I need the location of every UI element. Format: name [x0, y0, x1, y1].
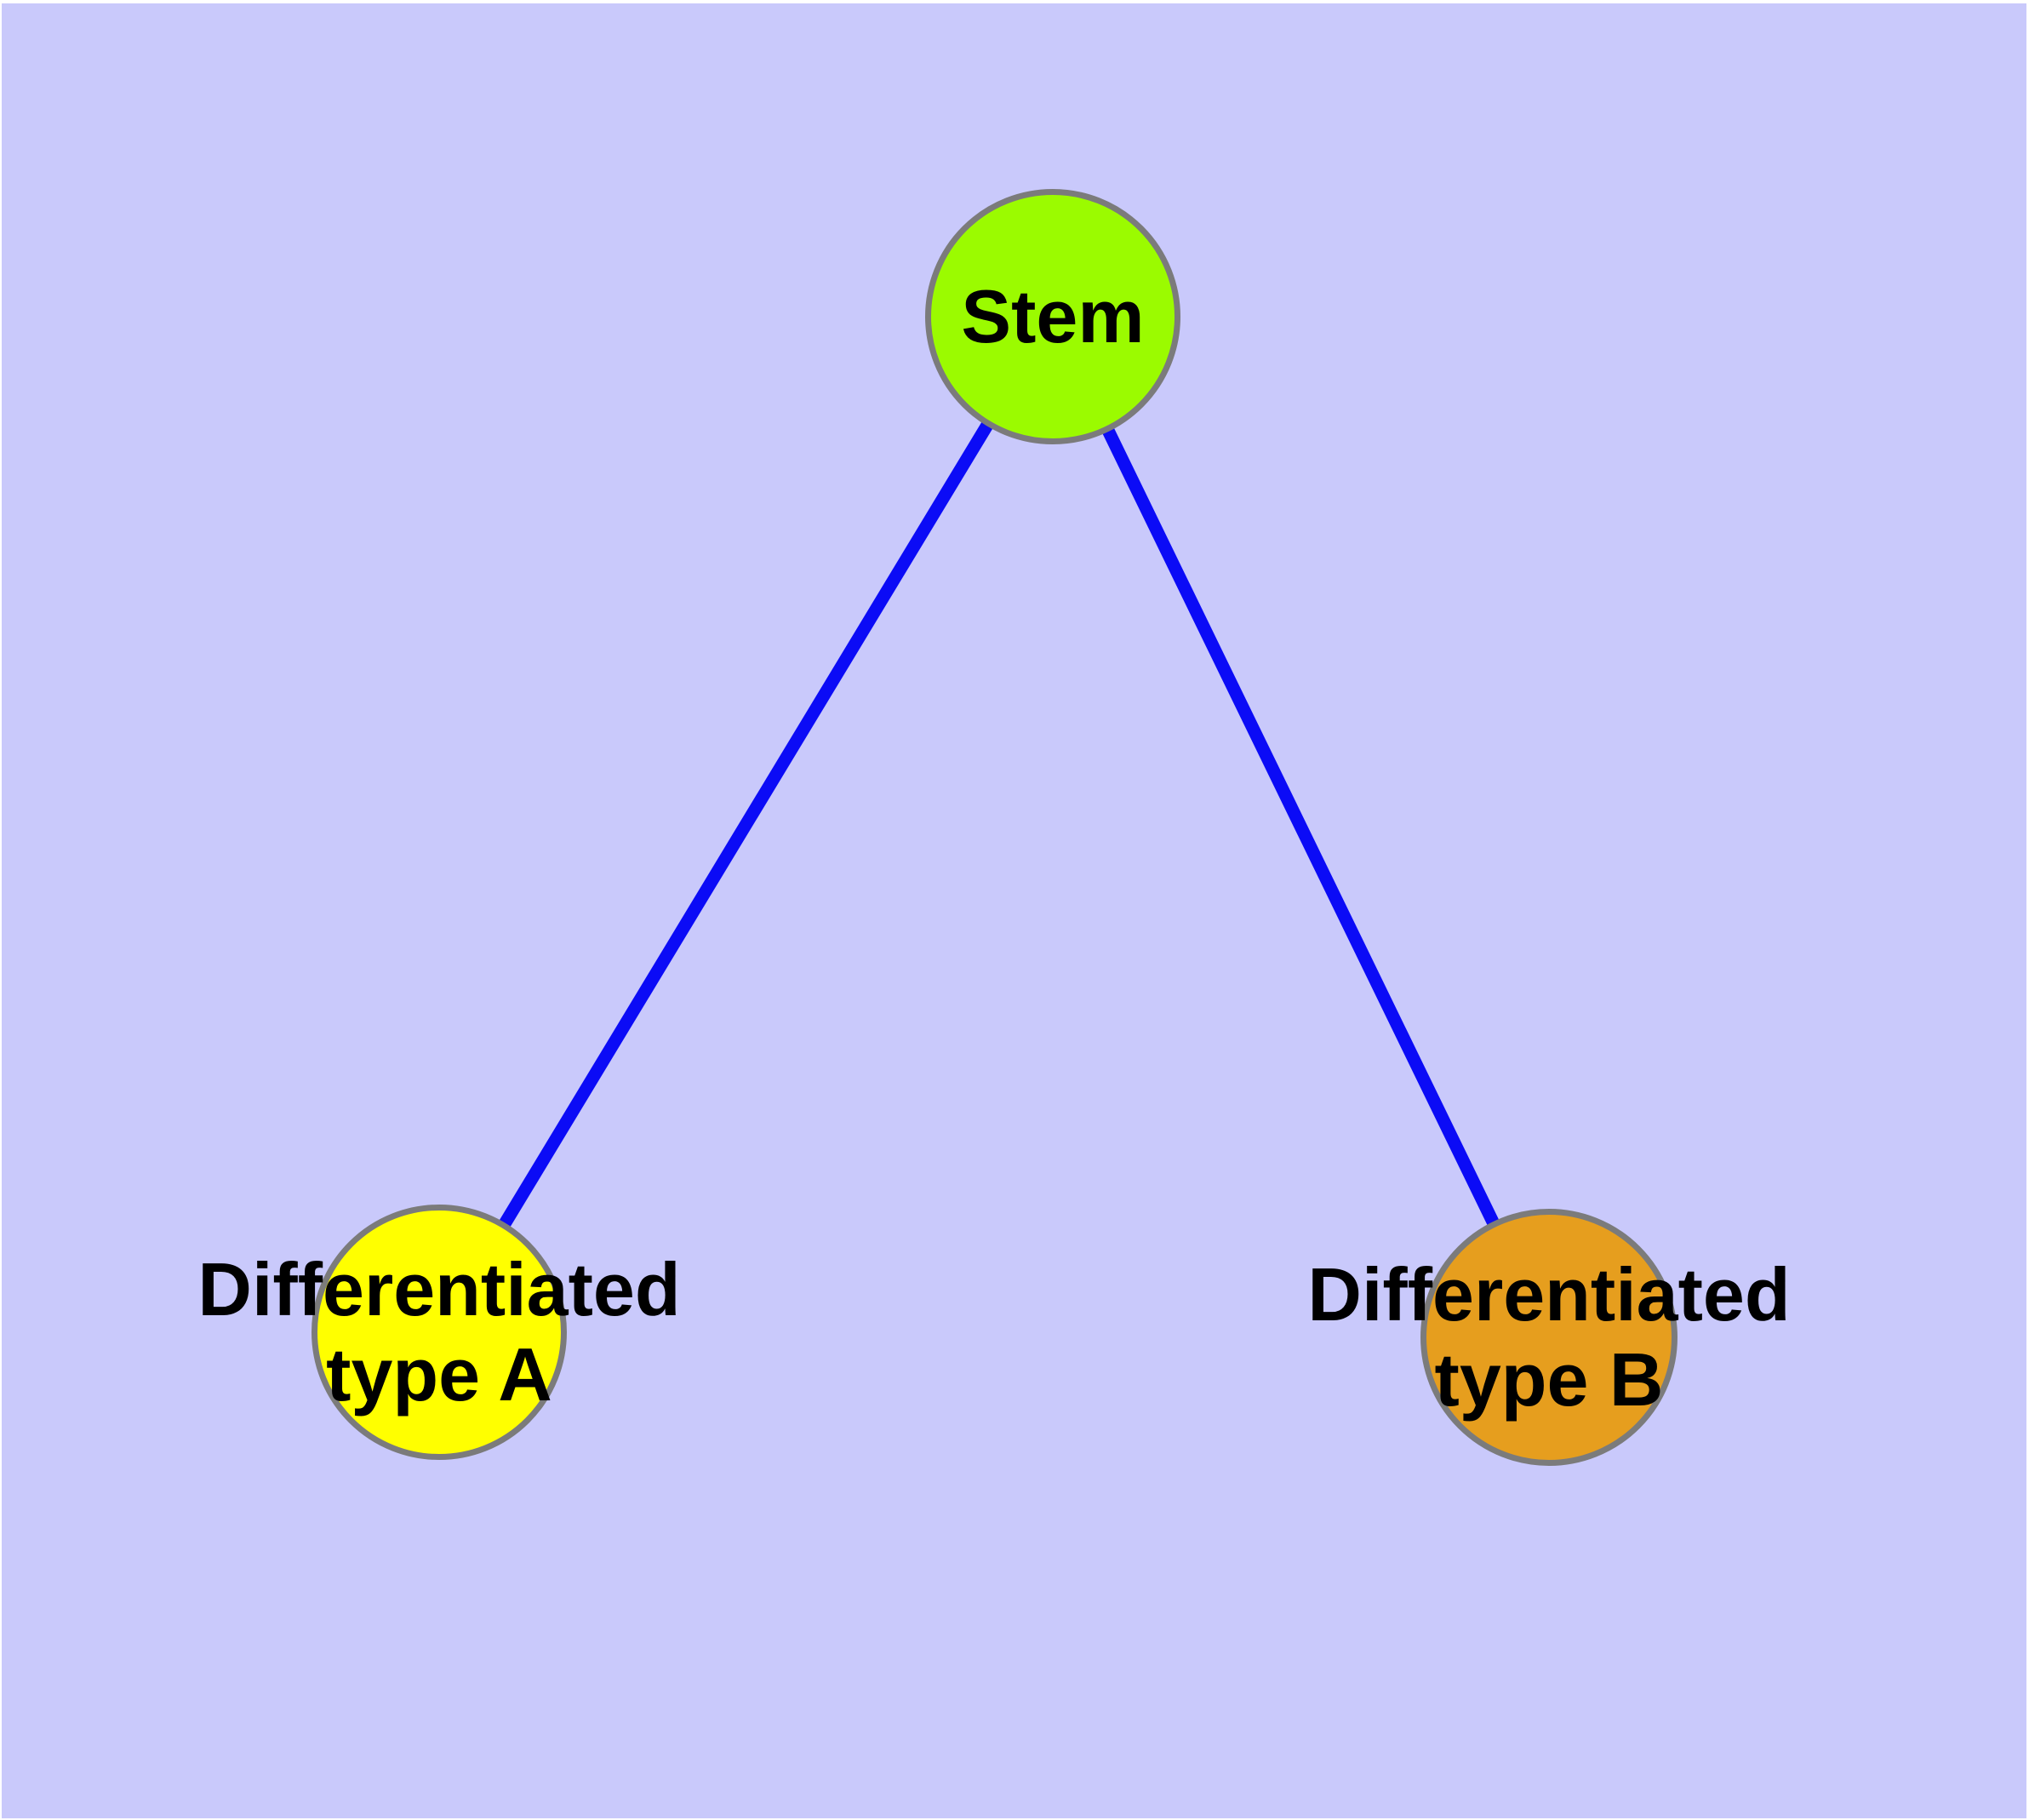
node-stem	[925, 189, 1180, 444]
node-label-line: type A	[326, 1332, 552, 1417]
node-label-line: Differentiated	[197, 1247, 681, 1331]
node-label-line: Differentiated	[1307, 1252, 1791, 1336]
node-differentiated-type-a	[311, 1205, 567, 1460]
edge-stem-to-differentiated-type-b	[1047, 313, 1555, 1341]
node-label-line: type B	[1434, 1337, 1664, 1422]
edge-stem-to-differentiated-type-a	[433, 313, 1059, 1336]
node-label-line: Stem	[961, 274, 1145, 358]
node-differentiated-type-b	[1420, 1209, 1677, 1466]
node-label-stem: Stem	[961, 274, 1144, 359]
